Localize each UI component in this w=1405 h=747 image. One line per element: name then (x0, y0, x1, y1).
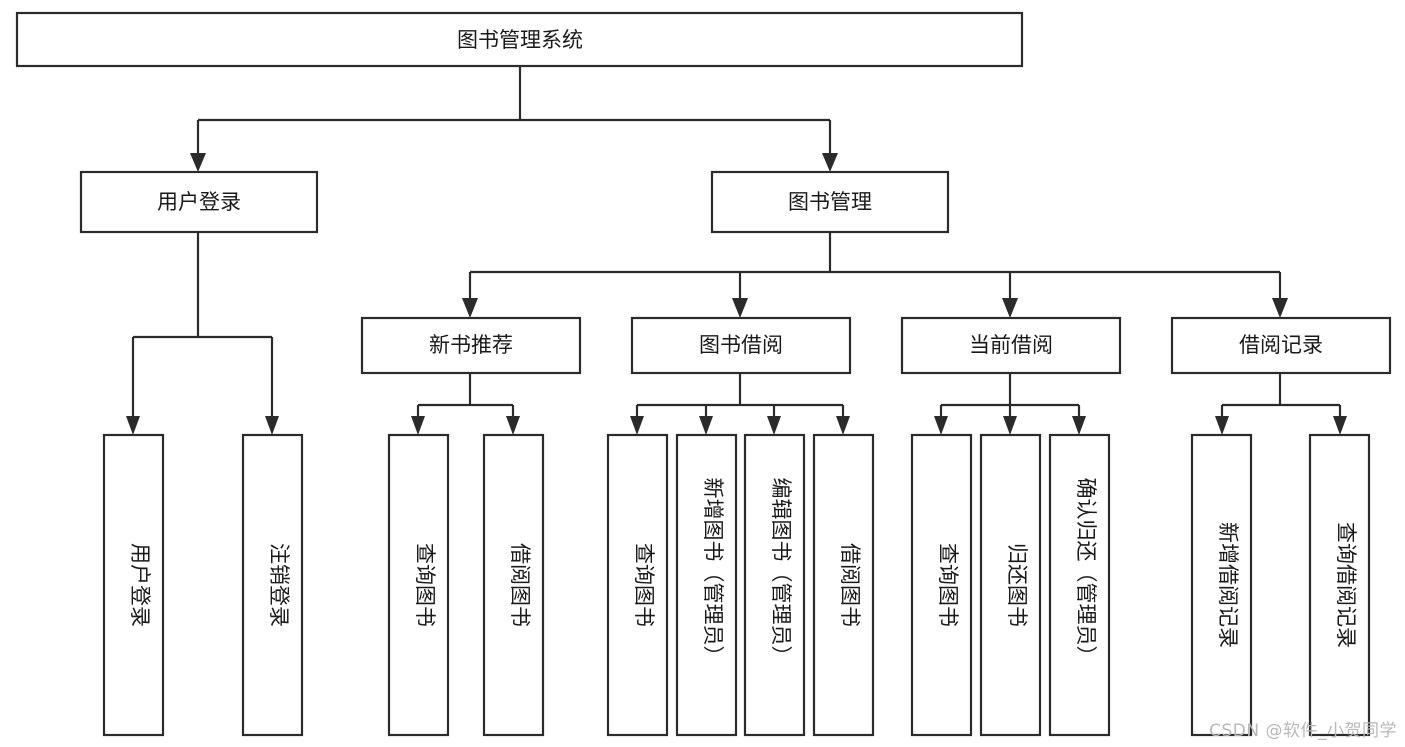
csdn-watermark: CSDN @软件_小贺同学 (1209, 721, 1397, 741)
leaf-user-login-0-box[interactable] (102, 433, 165, 737)
leaf-book-borrow-3-box[interactable] (812, 433, 875, 737)
arrow-head-leaf-book-borrow-1 (699, 416, 713, 435)
arrow-head-leaf-new-book-0 (411, 416, 425, 435)
arrow-head-leaf-current-borrow-0 (934, 416, 948, 435)
connector-layer (126, 66, 1347, 435)
arrow-head-leaf-new-book-1 (506, 416, 520, 435)
node-book-borrow-label: 图书借阅 (699, 333, 783, 357)
leaf-node[interactable]: 归还图书 (979, 433, 1042, 737)
leaf-node[interactable]: 用户登录 (102, 433, 165, 737)
leaf-borrow-record-1-label: 查询借阅记录 (1334, 522, 1358, 648)
leaf-new-book-rec-1-label: 借阅图书 (508, 543, 532, 627)
arrow-head-user-login (190, 153, 206, 172)
leaf-node[interactable]: 确认归还（管理员） (1048, 433, 1111, 737)
node-new-book-rec-label: 新书推荐 (429, 333, 513, 357)
leaf-book-borrow-1-box[interactable] (675, 433, 738, 737)
node-book-borrow-box[interactable] (630, 316, 852, 375)
node-root[interactable]: 图书管理系统 (15, 11, 1024, 68)
arrow-head-book-borrow (732, 298, 748, 318)
leaf-current-borrow-0-label: 查询图书 (936, 543, 960, 627)
node-root-label: 图书管理系统 (457, 28, 583, 52)
leaf-node[interactable]: 借阅图书 (482, 433, 545, 737)
node-book-borrow[interactable]: 图书借阅 (630, 316, 852, 375)
leaf-current-borrow-1-box[interactable] (979, 433, 1042, 737)
leaf-node[interactable]: 编辑图书（管理员） (743, 433, 806, 737)
leaf-borrow-record-1-box[interactable] (1308, 433, 1371, 737)
leaf-book-borrow-0-box[interactable] (606, 433, 669, 737)
leaf-current-borrow-0-box[interactable] (910, 433, 973, 737)
leaf-user-login-1-box[interactable] (241, 433, 304, 737)
leaf-book-borrow-0-label: 查询图书 (632, 543, 656, 627)
leaf-node[interactable]: 注销登录 (241, 433, 304, 737)
node-user-login[interactable]: 用户登录 (79, 170, 319, 234)
node-root-box[interactable] (15, 11, 1024, 68)
node-current-borrow-box[interactable] (900, 316, 1122, 375)
arrow-head-leaf-current-borrow-1 (1003, 416, 1017, 435)
leaf-node[interactable]: 借阅图书 (812, 433, 875, 737)
node-current-borrow-label: 当前借阅 (969, 333, 1053, 357)
node-user-login-box[interactable] (79, 170, 319, 234)
arrow-head-leaf-book-borrow-3 (836, 416, 850, 435)
node-current-borrow[interactable]: 当前借阅 (900, 316, 1122, 375)
leaf-node[interactable]: 查询图书 (387, 433, 450, 737)
node-borrow-record[interactable]: 借阅记录 (1170, 316, 1392, 375)
node-new-book-rec[interactable]: 新书推荐 (360, 316, 582, 375)
leaf-node[interactable]: 新增借阅记录 (1190, 433, 1253, 737)
leaf-book-borrow-2-label: 编辑图书（管理员） (769, 478, 793, 667)
leaf-node[interactable]: 新增图书（管理员） (675, 433, 738, 737)
arrow-head-leaf-user-login-0 (126, 416, 140, 435)
leaf-new-book-rec-0-label: 查询图书 (413, 543, 437, 627)
leaf-current-borrow-2-label: 确认归还（管理员） (1074, 478, 1098, 667)
arrow-head-leaf-book-borrow-2 (767, 416, 781, 435)
leaf-borrow-record-0-label: 新增借阅记录 (1216, 522, 1240, 648)
leaf-user-login-1-label: 注销登录 (267, 543, 291, 627)
node-borrow-record-box[interactable] (1170, 316, 1392, 375)
node-new-book-rec-box[interactable] (360, 316, 582, 375)
node-book-manage[interactable]: 图书管理 (710, 170, 950, 234)
leaf-borrow-record-0-box[interactable] (1190, 433, 1253, 737)
node-borrow-record-label: 借阅记录 (1239, 333, 1323, 357)
leaf-book-borrow-1-label: 新增图书（管理员） (701, 478, 725, 667)
arrow-head-leaf-current-borrow-2 (1072, 416, 1086, 435)
leaf-node[interactable]: 查询图书 (606, 433, 669, 737)
arrow-head-book-manage (822, 153, 838, 172)
arrow-head-current-borrow (1002, 298, 1018, 318)
arrow-head-leaf-user-login-1 (265, 416, 279, 435)
leaf-new-book-rec-1-box[interactable] (482, 433, 545, 737)
arrow-head-leaf-borrow-record-1 (1333, 416, 1347, 435)
node-book-manage-box[interactable] (710, 170, 950, 234)
node-user-login-label: 用户登录 (157, 190, 241, 214)
leaf-new-book-rec-0-box[interactable] (387, 433, 450, 737)
leaf-book-borrow-2-box[interactable] (743, 433, 806, 737)
leaf-node[interactable]: 查询图书 (910, 433, 973, 737)
leaf-current-borrow-2-box[interactable] (1048, 433, 1111, 737)
leaf-book-borrow-3-label: 借阅图书 (838, 543, 862, 627)
leaf-current-borrow-1-label: 归还图书 (1005, 543, 1029, 627)
leaf-user-login-0-label: 用户登录 (128, 543, 152, 627)
arrow-head-borrow-record (1272, 298, 1288, 318)
node-book-manage-label: 图书管理 (788, 190, 872, 214)
arrow-head-leaf-borrow-record-0 (1215, 416, 1229, 435)
arrow-head-new-book-rec (462, 298, 478, 318)
leaf-node[interactable]: 查询借阅记录 (1308, 433, 1371, 737)
arrow-head-leaf-book-borrow-0 (630, 416, 644, 435)
